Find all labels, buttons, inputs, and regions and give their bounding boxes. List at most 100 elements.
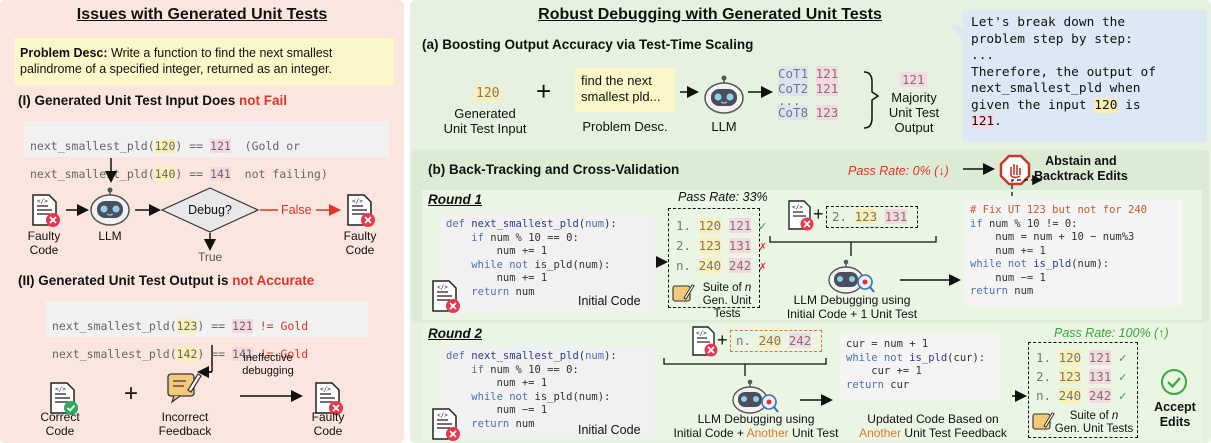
a-llm-robot-icon (702, 72, 746, 116)
r1-single-test: 2. 123 131 (826, 206, 918, 228)
debug-diamond-label: Debug? (188, 203, 232, 217)
fixed-code-r1: # Fix UT 123 but not for 240 if num % 10… (964, 200, 1182, 306)
llm-label: LLM (98, 229, 122, 243)
incorrect-feedback-label: Incorrect Feedback (158, 410, 212, 438)
svg-text:</>: </> (320, 386, 331, 393)
section-a-title: (a) Boosting Output Accuracy via Test-Ti… (422, 37, 754, 52)
initial-code-label-r1: Initial Code (578, 294, 641, 308)
r1-plus: + (813, 204, 824, 224)
suite-r2-tests: 1. 120 121 ✓ 2. 123 131 ✓ n. 240 242 ✓ (1036, 348, 1126, 405)
faulty-code-doc-icon-3: </> (313, 382, 343, 416)
faulty-code-label: Faulty Code (27, 229, 61, 257)
bubble-line: problem step by step: (971, 31, 1133, 47)
r2-llm-label: LLM Debugging using Initial Code + Anoth… (673, 412, 839, 440)
unit-test-row: 1. 120 121 ✓ (676, 218, 767, 233)
suite-r2-box (1028, 342, 1138, 438)
r2-llm-robot-icon (730, 378, 780, 418)
ineffective-debugging-label: ineffective debugging (242, 352, 294, 377)
problem-desc-text: Write a function to find the next smalle… (20, 46, 333, 76)
unit-test-row: 1. 120 121 ✓ (1036, 350, 1127, 365)
svg-text:</>: </> (437, 412, 448, 419)
cot-row: ... (778, 93, 801, 108)
llm-robot-icon (88, 184, 132, 228)
svg-text:</>: </> (437, 284, 448, 291)
correct-code-label: Correct Code (40, 410, 80, 438)
svg-text:</>: </> (37, 198, 48, 205)
bubble-line: Let's break down the (971, 15, 1126, 30)
true-label: True (198, 250, 223, 264)
r2-faulty-doc-small: </> (690, 326, 718, 358)
cot-list: CoT1 121 CoT2 121 ... CoT8 123 (778, 66, 839, 120)
unit-test-row: 2. 123 131 ✓ (1036, 369, 1127, 384)
a-llm-label: LLM (711, 119, 737, 134)
a-input-value: 120 (474, 86, 502, 101)
faulty-code-label-2: Faulty Code (343, 229, 377, 257)
svg-text:</>: </> (792, 204, 803, 211)
initial-code-label-r2: Initial Code (578, 423, 641, 437)
faulty-doc-r1: </> (430, 280, 460, 314)
initial-code-r1: def next_smallest_pld(num): if num % 10 … (440, 214, 655, 312)
accept-edits-label: Accept Edits (1154, 400, 1196, 429)
bubble-line: next_smallest_pld when (971, 81, 1141, 96)
bubble-line: given the input 120 is (971, 97, 1141, 113)
section-2-code: next_smallest_pld(123) == 121 != Gold ne… (46, 301, 368, 361)
svg-text:</>: </> (696, 330, 707, 337)
updated-code-label: Updated Code Based on Another Unit Test … (859, 412, 1007, 440)
accept-check-icon (1160, 368, 1188, 396)
false-label: False (281, 203, 312, 217)
r1-faulty-doc-small: </> (786, 200, 814, 232)
a-problem-label: Problem Desc. (582, 119, 668, 134)
plus-sign: + (124, 380, 139, 407)
code-line: next_smallest_pld(140) == 141 not failin… (30, 167, 328, 181)
faulty-code-doc-icon-2: </> (345, 194, 375, 228)
unit-test-row: n. 240 242 ✓ (1036, 388, 1127, 403)
bubble-line: 121. (971, 114, 1002, 129)
section-2-title: (II) Generated Unit Test Output is not A… (18, 273, 315, 288)
pass-rate-100: Pass Rate: 100% (↑) (1054, 326, 1169, 340)
r2-plus: + (717, 330, 728, 350)
suite-r1-icon (672, 282, 695, 304)
reasoning-bubble: Let's break down the problem step by ste… (963, 10, 1207, 142)
svg-text:</>: </> (352, 198, 363, 205)
majority-label: Majority Unit Test Output (888, 90, 940, 135)
cot-row: CoT2 121 (778, 81, 839, 96)
incorrect-feedback-icon (166, 368, 202, 404)
r1-llm-label: LLM Debugging using Initial Code + 1 Uni… (786, 293, 918, 321)
suite-r2-icon (1032, 410, 1055, 432)
code-line: next_smallest_pld(142) == 141 != Gold (52, 347, 309, 361)
unit-test-row: n. 240 242 ✗ (676, 258, 767, 273)
section-1-title: (I) Generated Unit Test Input Does not F… (18, 93, 288, 108)
abstain-label: Abstain and Backtrack Edits (1034, 154, 1128, 183)
a-plus-sign: + (536, 76, 552, 106)
r2-single-test: n. 240 242 (730, 330, 822, 352)
faulty-code-doc-icon: </> (30, 194, 60, 228)
svg-text:</>: </> (55, 386, 66, 393)
suite-r1-tests: 1. 120 121 ✓ 2. 123 131 ✗ n. 240 242 ✗ (676, 216, 766, 276)
code-line: next_smallest_pld(120) == 121 (Gold or (30, 139, 301, 153)
code-line: next_smallest_pld(123) == 121 != Gold (52, 319, 309, 333)
faulty-code-label-3: Faulty Code (311, 410, 345, 438)
left-panel-title: Issues with Generated Unit Tests (76, 6, 328, 23)
unit-test-row: 2. 123 131 ✗ (676, 238, 767, 253)
bubble-line: Therefore, the output of (971, 64, 1156, 80)
section-b-title: (b) Back-Tracking and Cross-Validation (428, 162, 680, 177)
faulty-doc-r2: </> (430, 408, 460, 442)
round-2-label: Round 2 (428, 326, 482, 341)
bubble-line: ... (971, 48, 995, 63)
pass-rate-33: Pass Rate: 33% (678, 190, 768, 204)
cot-row: CoT8 123 (778, 105, 839, 120)
r1-llm-robot-icon (826, 258, 876, 298)
problem-desc-box: Problem Desc: Write a function to find t… (14, 38, 394, 86)
a-problem-box: find the next smallest pld... (575, 68, 675, 112)
updated-code-r2: cur = num + 1 while not is_pld(cur): cur… (840, 334, 1000, 400)
abstain-stop-icon (999, 154, 1031, 186)
problem-desc-label: Problem Desc: (20, 46, 108, 60)
right-panel-title: Robust Debugging with Generated Unit Tes… (538, 6, 882, 23)
